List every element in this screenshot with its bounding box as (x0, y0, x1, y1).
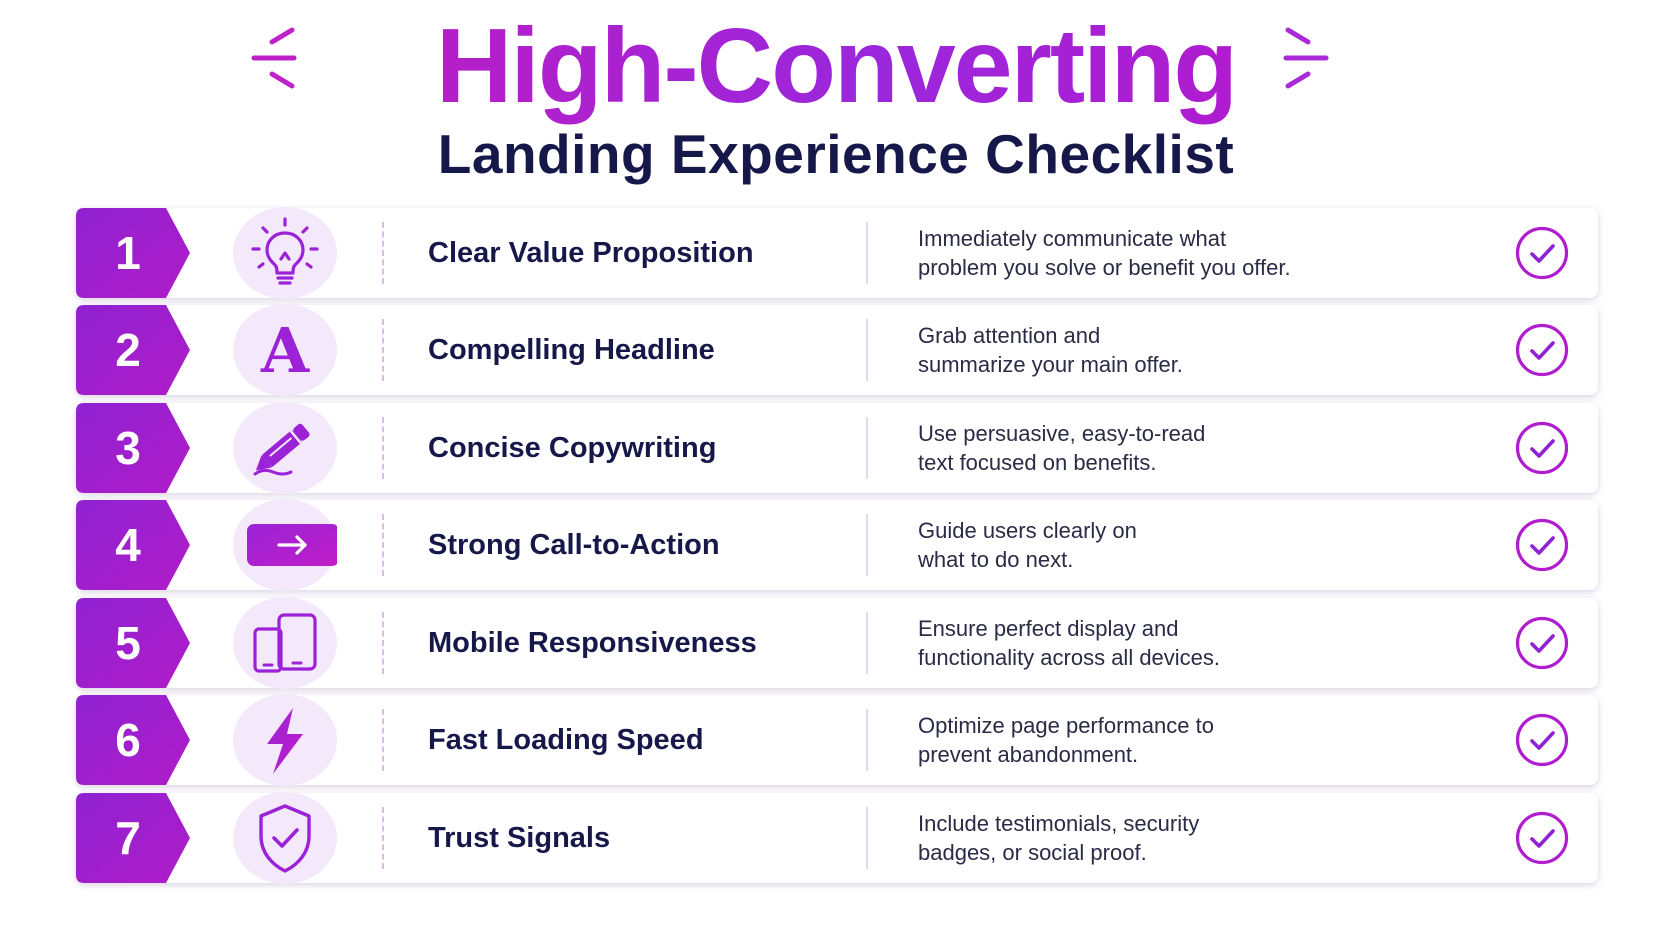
item-title: Strong Call-to-Action (428, 529, 720, 561)
number-badge: 6 (76, 695, 192, 785)
checklist-item-2: 2 A Compelling Headline Grab attention a… (76, 304, 1598, 396)
check-circle-icon[interactable] (1514, 225, 1570, 281)
item-title: Fast Loading Speed (428, 724, 704, 756)
item-title: Compelling Headline (428, 334, 715, 366)
arrow-button-icon (247, 524, 337, 566)
separator (866, 807, 868, 869)
check-circle-icon[interactable] (1514, 615, 1570, 671)
check-circle-icon[interactable] (1514, 810, 1570, 866)
number-badge: 4 (76, 500, 192, 590)
lightning-icon (267, 708, 303, 774)
check-circle-icon[interactable] (1514, 322, 1570, 378)
separator (866, 319, 868, 381)
page-title: High-Converting (435, 7, 1238, 125)
pen-icon (253, 423, 310, 476)
separator (866, 417, 868, 479)
checklist-item-7: 7 Trust Signals Include testimonials, se… (76, 792, 1598, 884)
check-circle-icon[interactable] (1514, 712, 1570, 768)
shield-check-icon (259, 804, 311, 873)
left-burst-icon (251, 27, 297, 89)
checklist-item-6: 6 Fast Loading Speed Optimize page perfo… (76, 694, 1598, 786)
separator (866, 709, 868, 771)
separator (382, 319, 384, 381)
separator (866, 222, 868, 284)
number-badge: 1 (76, 208, 192, 298)
check-circle-icon[interactable] (1514, 420, 1570, 476)
separator (382, 417, 384, 479)
separator (382, 807, 384, 869)
item-title: Trust Signals (428, 822, 611, 854)
item-title: Clear Value Proposition (428, 237, 754, 269)
lightbulb-icon (251, 217, 319, 285)
separator (382, 222, 384, 284)
checklist-item-5: 5 Mobile Responsiveness Ensure perfect d… (76, 597, 1598, 689)
devices-icon (253, 613, 317, 673)
item-title: Concise Copywriting (428, 432, 717, 464)
separator (382, 612, 384, 674)
checklist-item-3: 3 Concise Copywriting Use persuasive, ea… (76, 402, 1598, 494)
number-badge: 5 (76, 598, 192, 688)
svg-text:A: A (260, 314, 310, 387)
number-badge: 7 (76, 793, 192, 883)
check-circle-icon[interactable] (1514, 517, 1570, 573)
page-subtitle: Landing Experience Checklist (437, 123, 1235, 185)
separator (382, 709, 384, 771)
letter-a-icon: A (260, 314, 310, 387)
right-burst-icon (1283, 27, 1329, 89)
separator (382, 514, 384, 576)
checklist-item-4: 4 Strong Call-to-Action Guide users clea… (76, 499, 1598, 591)
number-badge: 3 (76, 403, 192, 493)
separator (866, 612, 868, 674)
checklist-item-1: 1 Clear Value Propositi (76, 207, 1598, 299)
separator (866, 514, 868, 576)
number-badge: 2 (76, 305, 192, 395)
item-title: Mobile Responsiveness (428, 627, 757, 659)
header: High-Converting Landing Experience Check… (0, 0, 1672, 200)
